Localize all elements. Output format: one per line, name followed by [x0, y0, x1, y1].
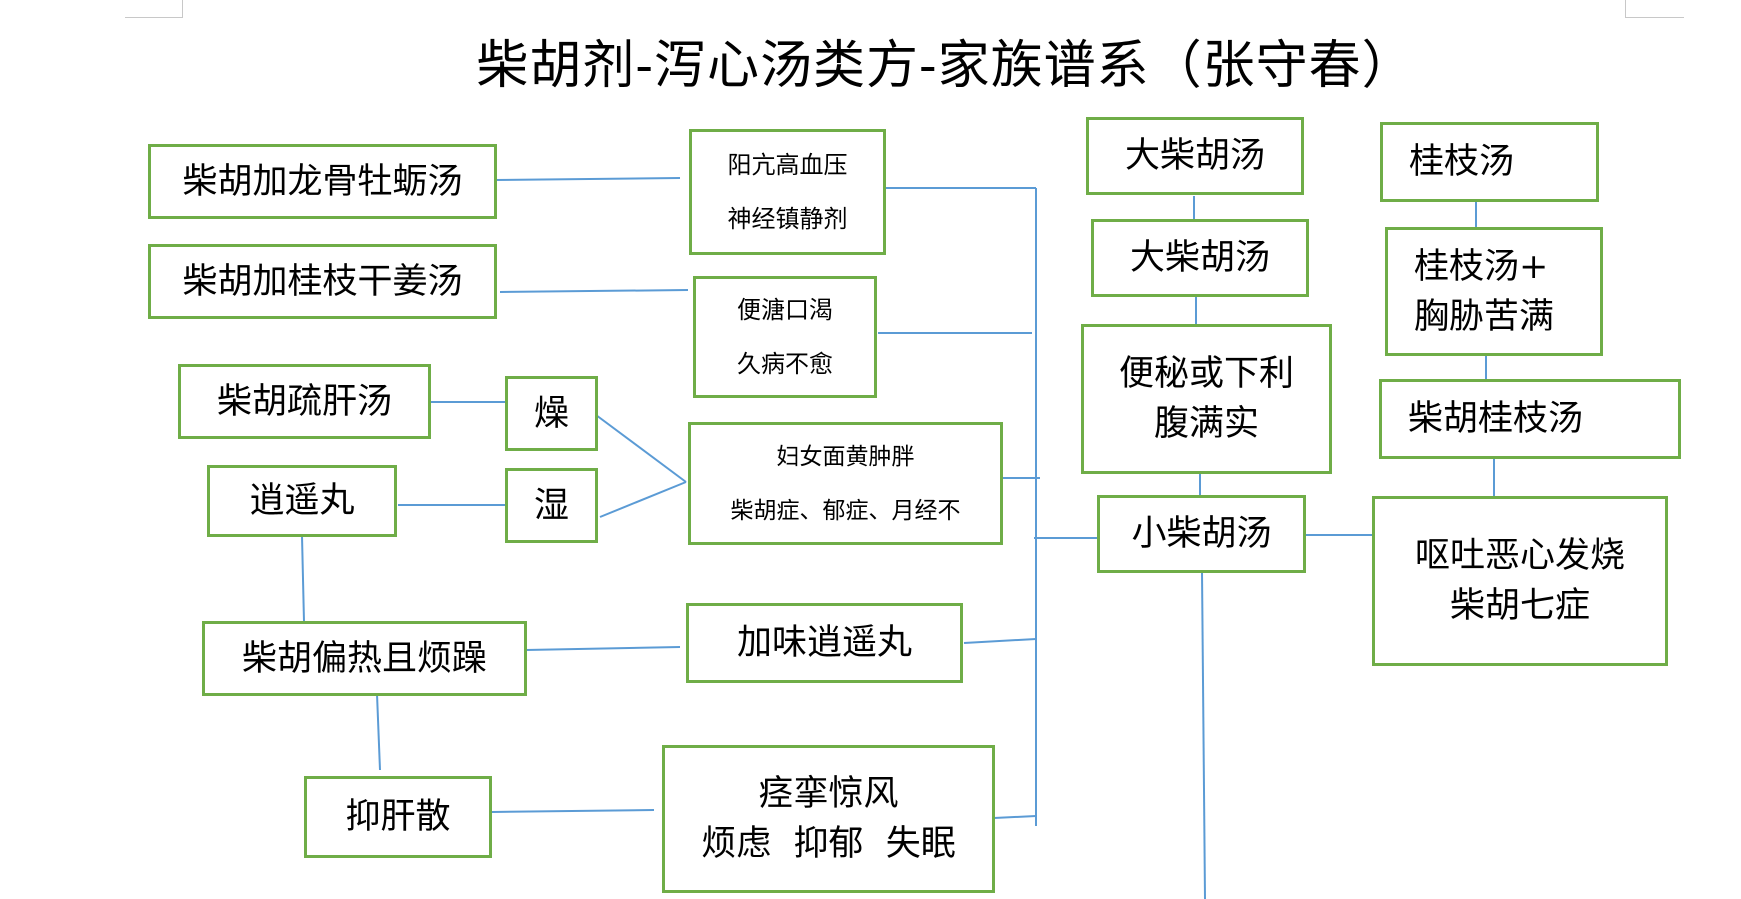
node-label: 柴胡桂枝汤 — [1408, 399, 1584, 439]
node-bianmi-xiali: 便秘或下利 腹满实 — [1081, 324, 1332, 474]
page-corner-mark-right — [1625, 0, 1684, 18]
node-label: 加味逍遥丸 — [736, 623, 912, 663]
node-label: 大柴胡汤 — [1129, 238, 1270, 278]
node-da-chaihu-tang-2: 大柴胡汤 — [1091, 219, 1309, 297]
connector-shi-funv — [599, 481, 687, 518]
node-label: 柴胡偏热且烦躁 — [241, 638, 487, 679]
node-label-line-1: 妇女面黄肿胖 — [776, 443, 915, 470]
node-chaihu-pianre-fanzao: 柴胡偏热且烦躁 — [202, 621, 527, 696]
node-label: 湿 — [533, 485, 569, 526]
node-label-line-2: 烦虑 抑郁 失眠 — [701, 824, 956, 864]
node-label-line-1: 痉挛惊风 — [758, 774, 899, 814]
node-chaihu-shugan: 柴胡疏肝汤 — [178, 364, 431, 439]
node-yangkang-gaoxueya: 阳亢高血压 神经镇静剂 — [689, 129, 886, 255]
node-label-line-1: 阳亢高血压 — [727, 151, 848, 179]
page-corner-mark-left — [125, 0, 183, 18]
node-chaihu-longgu-muli: 柴胡加龙骨牡蛎汤 — [148, 144, 497, 219]
node-label-line-1: 便秘或下利 — [1118, 354, 1294, 394]
connector-jiawei-trunk — [963, 638, 1037, 644]
connector-zao-funv — [595, 414, 687, 483]
node-guizhi-xiongxie-kuman: 桂枝汤+ 胸胁苦满 — [1385, 227, 1603, 356]
connector-xiaochaihu-down — [1201, 571, 1206, 899]
node-label: 大柴胡汤 — [1124, 136, 1265, 176]
connector-longgu-yangkang — [494, 177, 681, 181]
node-chaihu-guizhi-ganjiang: 柴胡加桂枝干姜汤 — [148, 244, 497, 319]
node-chaihu-guizhi-tang: 柴胡桂枝汤 — [1379, 379, 1681, 459]
node-label-line-2: 柴胡七症 — [1449, 586, 1590, 626]
node-da-chaihu-tang-1: 大柴胡汤 — [1086, 117, 1304, 195]
node-label: 抑肝散 — [345, 797, 451, 837]
node-label-line-2: 柴胡症、郁症、月经不 — [730, 497, 961, 524]
node-outu-exin-fashao: 呕吐恶心发烧 柴胡七症 — [1372, 496, 1668, 666]
node-shi: 湿 — [505, 468, 598, 543]
node-label-line-2: 胸胁苦满 — [1414, 296, 1555, 337]
connector-yigan-jingluan — [491, 809, 655, 813]
connector-pianre-jiawei — [525, 646, 681, 651]
node-label-line-2: 神经镇静剂 — [727, 205, 848, 233]
node-yigan-san: 抑肝散 — [304, 776, 492, 858]
connector-jingluan-trunk — [993, 815, 1037, 819]
node-zao: 燥 — [505, 376, 598, 451]
node-label: 柴胡疏肝汤 — [216, 381, 392, 422]
connector-pianre-yigan — [376, 693, 381, 771]
diagram-title: 柴胡剂-泻心汤类方-家族谱系（张守春） — [476, 36, 1415, 96]
node-label-line-1: 桂枝汤+ — [1414, 246, 1549, 287]
node-xiaoyao-wan: 逍遥丸 — [207, 465, 397, 537]
node-label: 桂枝汤 — [1409, 142, 1515, 182]
node-guizhi-tang: 桂枝汤 — [1380, 122, 1599, 202]
node-label-line-2: 腹满实 — [1153, 404, 1259, 444]
node-jingluan-jingfeng: 痉挛惊风 烦虑 抑郁 失眠 — [662, 745, 995, 893]
node-label-line-2: 久病不愈 — [737, 350, 833, 378]
connector-ganjiang-bianzao — [499, 289, 689, 293]
node-label-line-1: 便溏口渴 — [737, 296, 833, 324]
node-bianzao-kouke: 便溏口渴 久病不愈 — [693, 276, 877, 398]
node-label-line-1: 呕吐恶心发烧 — [1414, 536, 1625, 576]
node-label: 燥 — [533, 393, 569, 434]
node-label: 柴胡加桂枝干姜汤 — [182, 261, 463, 302]
node-funv-mianhuang: 妇女面黄肿胖 柴胡症、郁症、月经不 — [688, 422, 1003, 545]
node-label: 柴胡加龙骨牡蛎汤 — [182, 161, 463, 202]
node-jiawei-xiaoyao-wan: 加味逍遥丸 — [686, 603, 963, 683]
node-label: 小柴胡汤 — [1131, 514, 1272, 554]
connector-xiaoyao-pianre — [301, 535, 305, 623]
node-xiao-chaihu-tang: 小柴胡汤 — [1097, 495, 1306, 573]
node-label: 逍遥丸 — [249, 481, 355, 521]
